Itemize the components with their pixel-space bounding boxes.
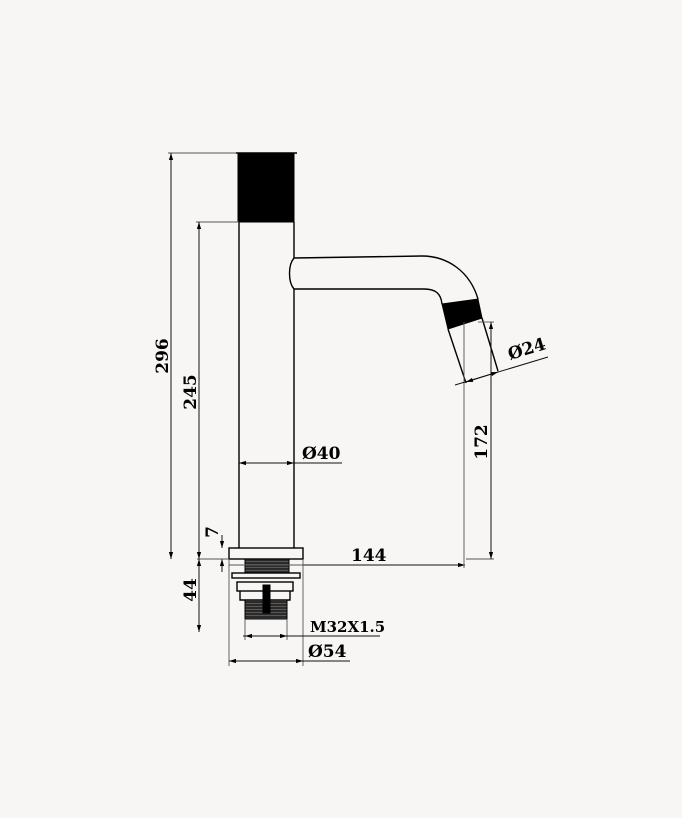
fixing-bolt: [262, 584, 271, 614]
spout-lower: [294, 288, 443, 305]
base-flange: [228, 547, 304, 560]
dim-outlet-height: 172: [472, 424, 492, 460]
lock-washer: [231, 572, 301, 579]
dim-base-diameter: Ø54: [308, 642, 347, 662]
dim-spout-diameter: Ø24: [506, 334, 549, 364]
dim-thread: M32X1.5: [310, 618, 385, 636]
faucet-body: [236, 152, 499, 548]
knurled-handle: [237, 153, 295, 223]
dim-body-height: 245: [181, 374, 201, 410]
aerator-band: [441, 298, 483, 330]
dim-flange-thickness: 7: [203, 526, 223, 538]
dim-shank-length: 44: [181, 578, 201, 602]
threaded-shank-upper: [244, 558, 290, 574]
dim-spout-reach: 144: [351, 546, 387, 566]
spout-upper: [288, 255, 479, 300]
dim-overall-height: 296: [153, 338, 173, 374]
dim-body-diameter: Ø40: [302, 444, 341, 464]
mounting-base: [228, 547, 304, 620]
dimensions: 296 245 7 44 Ø40 144 172 Ø24: [153, 152, 549, 666]
